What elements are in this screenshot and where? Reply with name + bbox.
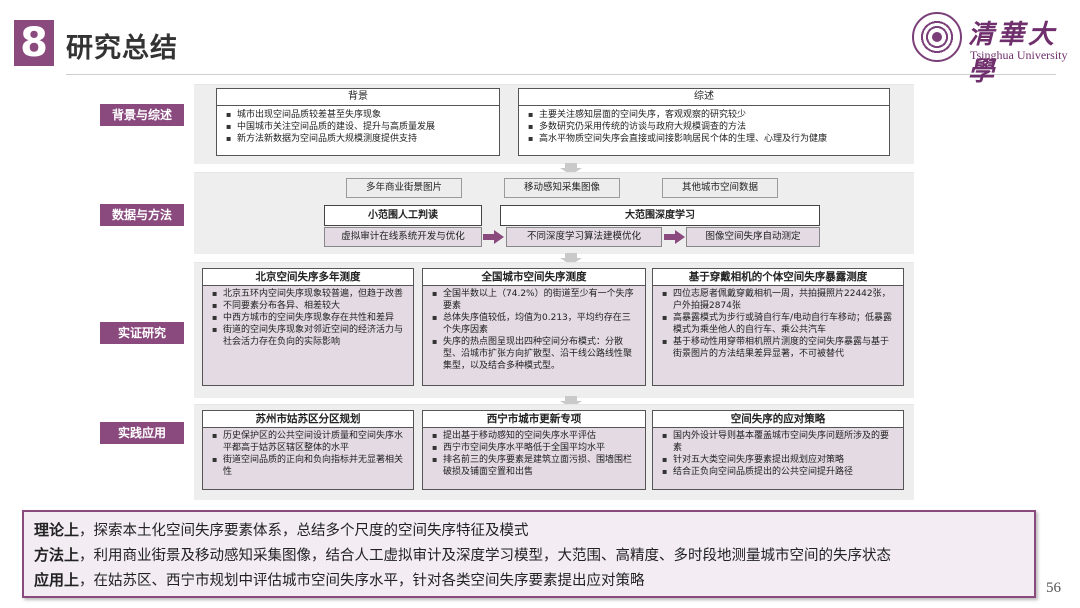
- data-tag-streetview: 多年商业街景图片: [346, 178, 462, 198]
- beijing-study-box: 北京空间失序多年测度 北京五环内空间失序现象较普遍，但趋于改善 不同要素分布各异…: [202, 268, 414, 386]
- list-item: 提出基于移动感知的空间失序水平评估: [431, 430, 639, 442]
- xining-renewal-title: 西宁市城市更新专项: [423, 411, 645, 428]
- university-logo: 清華大學 Tsinghua University: [912, 12, 1072, 87]
- row-label-practice: 实践应用: [100, 422, 184, 444]
- logo-chinese-name: 清華大學: [968, 20, 1059, 87]
- list-item: 全国半数以上（74.2%）的街道至少有一个失序要素: [431, 288, 639, 312]
- list-item: 西宁市空间失序水平略低于全国平均水平: [431, 442, 639, 454]
- page-number: 56: [1046, 580, 1061, 596]
- review-box-title: 综述: [519, 89, 889, 106]
- list-item: 总体失序值较低，均值为0.213，平均约存在三个失序因素: [431, 312, 639, 336]
- national-study-box: 全国城市空间失序测度 全国半数以上（74.2%）的街道至少有一个失序要素 总体失…: [422, 268, 646, 386]
- summary-theory: 理论上，探索本土化空间失序要素体系，总结多个尺度的空间失序特征及模式: [34, 521, 529, 539]
- list-item: 高暴露模式为步行或骑自行车/电动自行车移动；低暴露模式为乘坐他人的自行车、乘公共…: [661, 312, 897, 336]
- list-item: 历史保护区的公共空间设计质量和空间失序水平都高于姑苏区辖区整体的水平: [211, 430, 407, 454]
- summary-box: 理论上，探索本土化空间失序要素体系，总结多个尺度的空间失序特征及模式 方法上，利…: [22, 510, 1036, 598]
- strategy-title: 空间失序的应对策略: [653, 411, 903, 428]
- background-box-title: 背景: [217, 89, 499, 106]
- deep-learning-step: 不同深度学习算法建模优化: [506, 227, 662, 247]
- small-scale-title: 小范围人工判读: [324, 205, 482, 226]
- review-box: 综述 主要关注感知层面的空间失序，客观观察的研究较少 多数研究仍采用传统的访谈与…: [518, 88, 890, 156]
- list-item: 主要关注感知层面的空间失序，客观观察的研究较少: [527, 109, 883, 121]
- summary-method: 方法上，利用商业街景及移动感知采集图像，结合人工虚拟审计及深度学习模型，大范围、…: [34, 546, 892, 564]
- wearable-study-box: 基于穿戴相机的个体空间失序暴露测度 四位志愿者佩戴穿戴相机一周，共拍摄照片224…: [652, 268, 904, 386]
- suzhou-plan-box: 苏州市姑苏区分区规划 历史保护区的公共空间设计质量和空间失序水平都高于姑苏区辖区…: [202, 410, 414, 490]
- row-label-empirical: 实证研究: [100, 322, 184, 344]
- list-item: 高水平物质空间失序会直接或间接影响居民个体的生理、心理及行为健康: [527, 133, 883, 145]
- wearable-study-title: 基于穿戴相机的个体空间失序暴露测度: [653, 269, 903, 286]
- list-item: 多数研究仍采用传统的访谈与政府大规模调查的方法: [527, 121, 883, 133]
- list-item: 中国城市关注空间品质的建设、提升与高质量发展: [225, 121, 493, 133]
- list-item: 失序的热点图呈现出四种空间分布模式：分散型、沿城市扩张方向扩散型、沿干线公路线性…: [431, 336, 639, 372]
- right-arrow-icon: [483, 230, 505, 244]
- down-arrow-icon: [560, 163, 582, 175]
- header-divider: [66, 74, 1056, 75]
- data-tag-other: 其他城市空间数据: [662, 178, 778, 198]
- university-seal-icon: [912, 12, 962, 62]
- list-item: 排名前三的失序要素是建筑立面污损、围墙围栏破损及铺面空置和出售: [431, 454, 639, 478]
- list-item: 国内外设计导则基本覆盖城市空间失序问题所涉及的要素: [661, 430, 897, 454]
- list-item: 街道空间品质的正向和负向指标并无显著相关性: [211, 454, 407, 478]
- national-study-title: 全国城市空间失序测度: [423, 269, 645, 286]
- large-scale-title: 大范围深度学习: [500, 205, 820, 226]
- down-arrow-icon: [560, 253, 582, 265]
- list-item: 结合正负向空间品质提出的公共空间提升路径: [661, 466, 897, 478]
- strategy-box: 空间失序的应对策略 国内外设计导则基本覆盖城市空间失序问题所涉及的要素 针对五大…: [652, 410, 904, 490]
- list-item: 基于移动性用穿带相机照片测度的空间失序暴露与基于街景图片的方法结果差异显著，不可…: [661, 336, 897, 360]
- list-item: 中西方城市的空间失序现象存在共性和差异: [211, 312, 407, 324]
- list-item: 街道的空间失序现象对邻近空间的经济活力与社会活力存在负向的实际影响: [211, 324, 407, 348]
- right-arrow-icon: [664, 230, 686, 244]
- beijing-study-title: 北京空间失序多年测度: [203, 269, 413, 286]
- list-item: 新方法新数据为空间品质大规模测度提供支持: [225, 133, 493, 145]
- list-item: 四位志愿者佩戴穿戴相机一周，共拍摄照片22442张，户外拍摄2874张: [661, 288, 897, 312]
- list-item: 针对五大类空间失序要素提出规划应对策略: [661, 454, 897, 466]
- row-label-data: 数据与方法: [100, 204, 184, 226]
- list-item: 北京五环内空间失序现象较普遍，但趋于改善: [211, 288, 407, 300]
- list-item: 不同要素分布各异、相差较大: [211, 300, 407, 312]
- xining-renewal-box: 西宁市城市更新专项 提出基于移动感知的空间失序水平评估 西宁市空间失序水平略低于…: [422, 410, 646, 490]
- suzhou-plan-title: 苏州市姑苏区分区规划: [203, 411, 413, 428]
- list-item: 城市出现空间品质较差甚至失序现象: [225, 109, 493, 121]
- background-box: 背景 城市出现空间品质较差甚至失序现象 中国城市关注空间品质的建设、提升与高质量…: [216, 88, 500, 156]
- logo-english-name: Tsinghua University: [970, 48, 1068, 62]
- page-title: 研究总结: [66, 33, 178, 64]
- virtual-audit-step: 虚拟审计在线系统开发与优化: [324, 227, 482, 247]
- data-tag-mobile: 移动感知采集图像: [504, 178, 620, 198]
- section-number-badge: 8: [14, 20, 54, 66]
- auto-detect-step: 图像空间失序自动测定: [686, 227, 820, 247]
- row-label-background: 背景与综述: [100, 104, 184, 126]
- summary-application: 应用上，在姑苏区、西宁市规划中评估城市空间失序水平，针对各类空间失序要素提出应对…: [34, 571, 645, 589]
